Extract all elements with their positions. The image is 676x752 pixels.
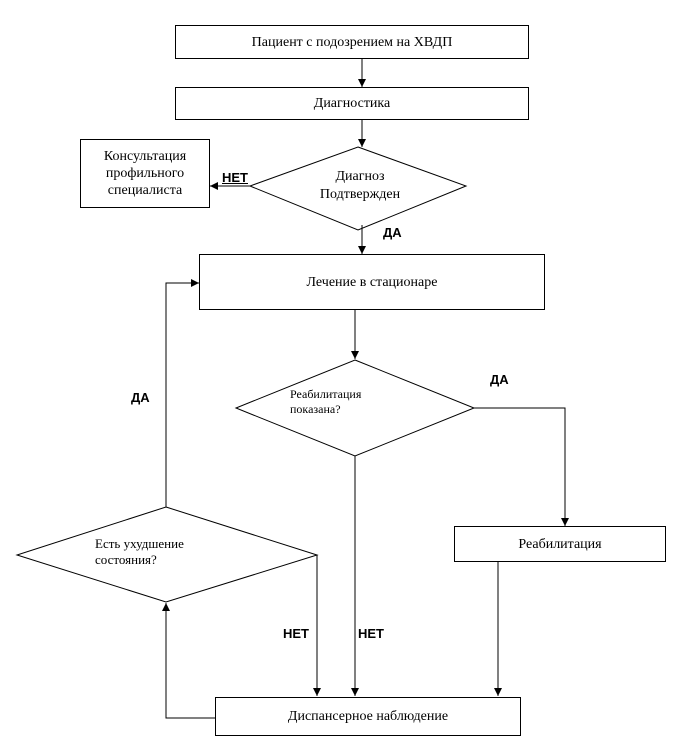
edge-label-no-rehab: НЕТ	[358, 626, 384, 641]
worsening-decision-shape	[15, 506, 319, 603]
dispensary-label: Диспансерное наблюдение	[287, 709, 449, 724]
edge-rehab-decision-rehab	[474, 407, 569, 526]
rehab-decision-label: Реабилитация показана?	[290, 387, 362, 416]
suspect-label: Пациент с подозрением на ХВДП	[251, 34, 453, 50]
worsening-decision-label: Есть ухудшение состояния?	[95, 536, 184, 567]
rehab-label: Реабилитация	[518, 536, 602, 552]
edge-label-yes-inpatient: ДА	[383, 225, 402, 240]
edge-label-no-worsening: НЕТ	[283, 626, 309, 641]
suspect-box: Пациент с подозрением на ХВДП	[175, 25, 529, 59]
inpatient-label: Лечение в стационаре	[306, 274, 438, 290]
edge-label-yes-back: ДА	[131, 390, 150, 405]
diagnosis-decision: Диагноз Подтвержден	[300, 166, 420, 206]
consult-label: Консультация профильного специалиста	[103, 149, 187, 198]
diagnostics-label: Диагностика	[313, 96, 391, 111]
diagnosis-decision-label: Диагноз Подтвержден	[319, 169, 401, 202]
edge-worsening-inpatient	[165, 279, 199, 507]
dispensary-box: Диспансерное наблюдение	[215, 697, 521, 736]
diagnostics-box: Диагностика	[175, 87, 529, 120]
edge-dispensary-worsening	[162, 603, 215, 719]
edge-label-yes-rehab: ДА	[490, 372, 509, 387]
worsening-decision: Есть ухудшение состояния?	[80, 534, 230, 570]
inpatient-box: Лечение в стационаре	[199, 254, 545, 310]
edge-label-no-consult: НЕТ	[222, 170, 248, 185]
rehab-decision: Реабилитация показана?	[290, 384, 410, 420]
diagnosis-decision-shape	[248, 146, 468, 231]
consult-box: Консультация профильного специалиста	[80, 139, 210, 208]
rehab-box: Реабилитация	[454, 526, 666, 562]
